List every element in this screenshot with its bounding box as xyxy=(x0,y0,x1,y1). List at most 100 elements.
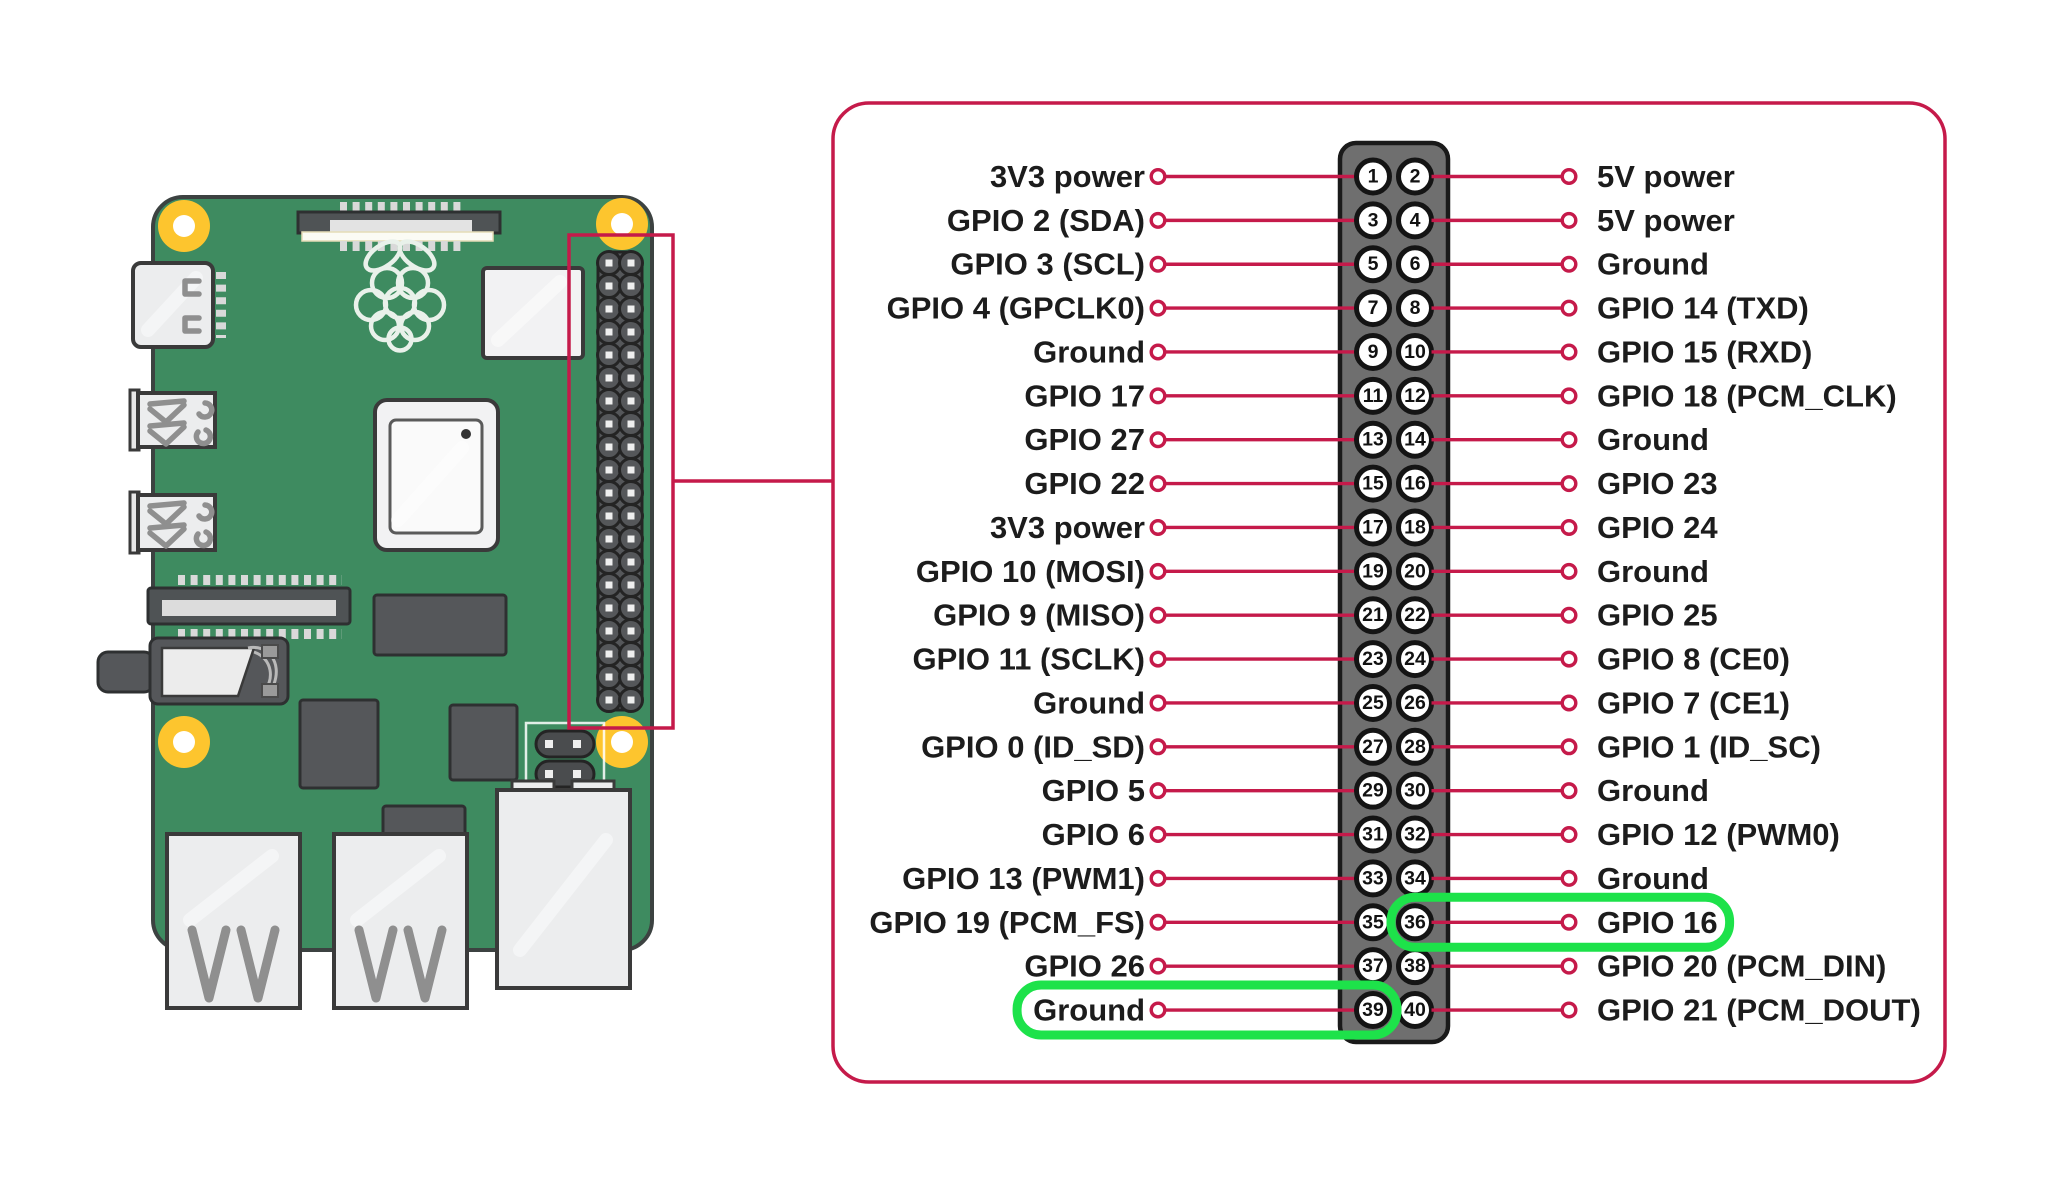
pin-circle xyxy=(1354,245,1392,284)
connector-dot-right xyxy=(1560,782,1578,800)
pin-label-right: Ground xyxy=(1597,247,1709,282)
mounting-holes xyxy=(158,198,648,768)
pin-label-left: GPIO 11 (SCLK) xyxy=(912,642,1145,677)
connector-dot-left xyxy=(1149,1001,1167,1019)
pin-number: 33 xyxy=(1362,867,1384,889)
pin-number: 39 xyxy=(1362,999,1384,1021)
pin-label-right: GPIO 20 (PCM_DIN) xyxy=(1597,949,1886,984)
pin-number: 3 xyxy=(1368,209,1379,231)
pin-label-right: GPIO 23 xyxy=(1597,466,1718,501)
board-pin xyxy=(605,581,613,589)
board-pin xyxy=(605,627,613,635)
connector-dot-left xyxy=(1149,167,1167,185)
usb-port-1 xyxy=(128,388,217,452)
display-connector xyxy=(296,202,502,251)
raspberry-pi-board xyxy=(96,195,654,1010)
connector-dot-left xyxy=(1149,518,1167,536)
board-pin xyxy=(627,558,635,566)
pin-label-right: GPIO 7 (CE1) xyxy=(1597,685,1790,720)
pin-number: 35 xyxy=(1362,911,1384,933)
pin-label-right: Ground xyxy=(1597,554,1709,589)
connector-dot-left xyxy=(1149,869,1167,887)
board-pin xyxy=(627,443,635,451)
chip-ethernet-controller xyxy=(448,703,519,782)
pin-number: 17 xyxy=(1362,516,1384,538)
pin-label-left: GPIO 5 xyxy=(1042,773,1145,808)
pin-circle xyxy=(1354,991,1392,1030)
connector-dot-left xyxy=(1149,738,1167,756)
board-pin xyxy=(605,604,613,612)
pin-circle xyxy=(1354,596,1392,635)
connector-dot-right xyxy=(1560,694,1578,712)
pin-label-right: GPIO 8 (CE0) xyxy=(1597,642,1790,677)
connector-dot-right xyxy=(1560,475,1578,493)
highlight-rings xyxy=(1012,892,1735,1040)
board-pin xyxy=(605,259,613,267)
pin-number: 16 xyxy=(1404,473,1426,495)
connector-dot-left xyxy=(1149,782,1167,800)
board-pin xyxy=(627,650,635,658)
pin-label-right: GPIO 18 (PCM_CLK) xyxy=(1597,378,1897,413)
pin-circle xyxy=(1354,683,1392,722)
pin-number: 31 xyxy=(1362,824,1384,846)
chip-wifi xyxy=(481,266,585,360)
connector-dot-left xyxy=(1149,826,1167,844)
pin-number: 8 xyxy=(1410,297,1421,319)
pin-number: 32 xyxy=(1404,824,1426,846)
connector-dot-left xyxy=(1149,475,1167,493)
board-pin xyxy=(627,282,635,290)
pin-number: 40 xyxy=(1404,999,1426,1021)
pin-number: 6 xyxy=(1410,253,1421,275)
pin-circle xyxy=(1354,201,1392,240)
pin-number: 11 xyxy=(1363,385,1384,407)
board-pin xyxy=(627,420,635,428)
connector-dot-right xyxy=(1560,299,1578,317)
usb-a-port-1 xyxy=(165,832,302,1010)
pin-number: 4 xyxy=(1410,209,1421,231)
connector-dot-left xyxy=(1149,913,1167,931)
connector-dot-right xyxy=(1560,562,1578,580)
pin-label-left: GPIO 19 (PCM_FS) xyxy=(869,905,1145,940)
pin-number: 38 xyxy=(1404,955,1426,977)
pin-label-left: 3V3 power xyxy=(990,510,1145,545)
connector-dot-right xyxy=(1560,518,1578,536)
pin-label-right: GPIO 24 xyxy=(1597,510,1718,545)
pin-number: 30 xyxy=(1404,780,1426,802)
pin-circle xyxy=(1354,464,1392,503)
pin-highlight-ring xyxy=(1012,980,1402,1040)
board-pin xyxy=(605,696,613,704)
pin-circle xyxy=(1354,332,1392,371)
connector-dot-right xyxy=(1560,738,1578,756)
board-pin xyxy=(627,351,635,359)
connector-dot-right xyxy=(1560,957,1578,975)
pin-label-right: 5V power xyxy=(1597,203,1735,238)
pin-label-right: GPIO 16 xyxy=(1597,905,1718,940)
board-pin xyxy=(627,328,635,336)
pin-number: 14 xyxy=(1404,429,1426,451)
board-pin xyxy=(605,673,613,681)
pin-label-right: GPIO 25 xyxy=(1597,598,1718,633)
pin-label-right: Ground xyxy=(1597,422,1709,457)
board-pin xyxy=(627,305,635,313)
pin-number: 13 xyxy=(1362,429,1384,451)
board-pin xyxy=(627,696,635,704)
pin-number: 10 xyxy=(1404,341,1426,363)
board-pin xyxy=(605,466,613,474)
board-pin xyxy=(627,581,635,589)
connector-dot-right xyxy=(1560,255,1578,273)
pin-label-right: Ground xyxy=(1597,861,1709,896)
board-pin xyxy=(627,259,635,267)
pin-label-right: GPIO 1 (ID_SC) xyxy=(1597,729,1821,764)
